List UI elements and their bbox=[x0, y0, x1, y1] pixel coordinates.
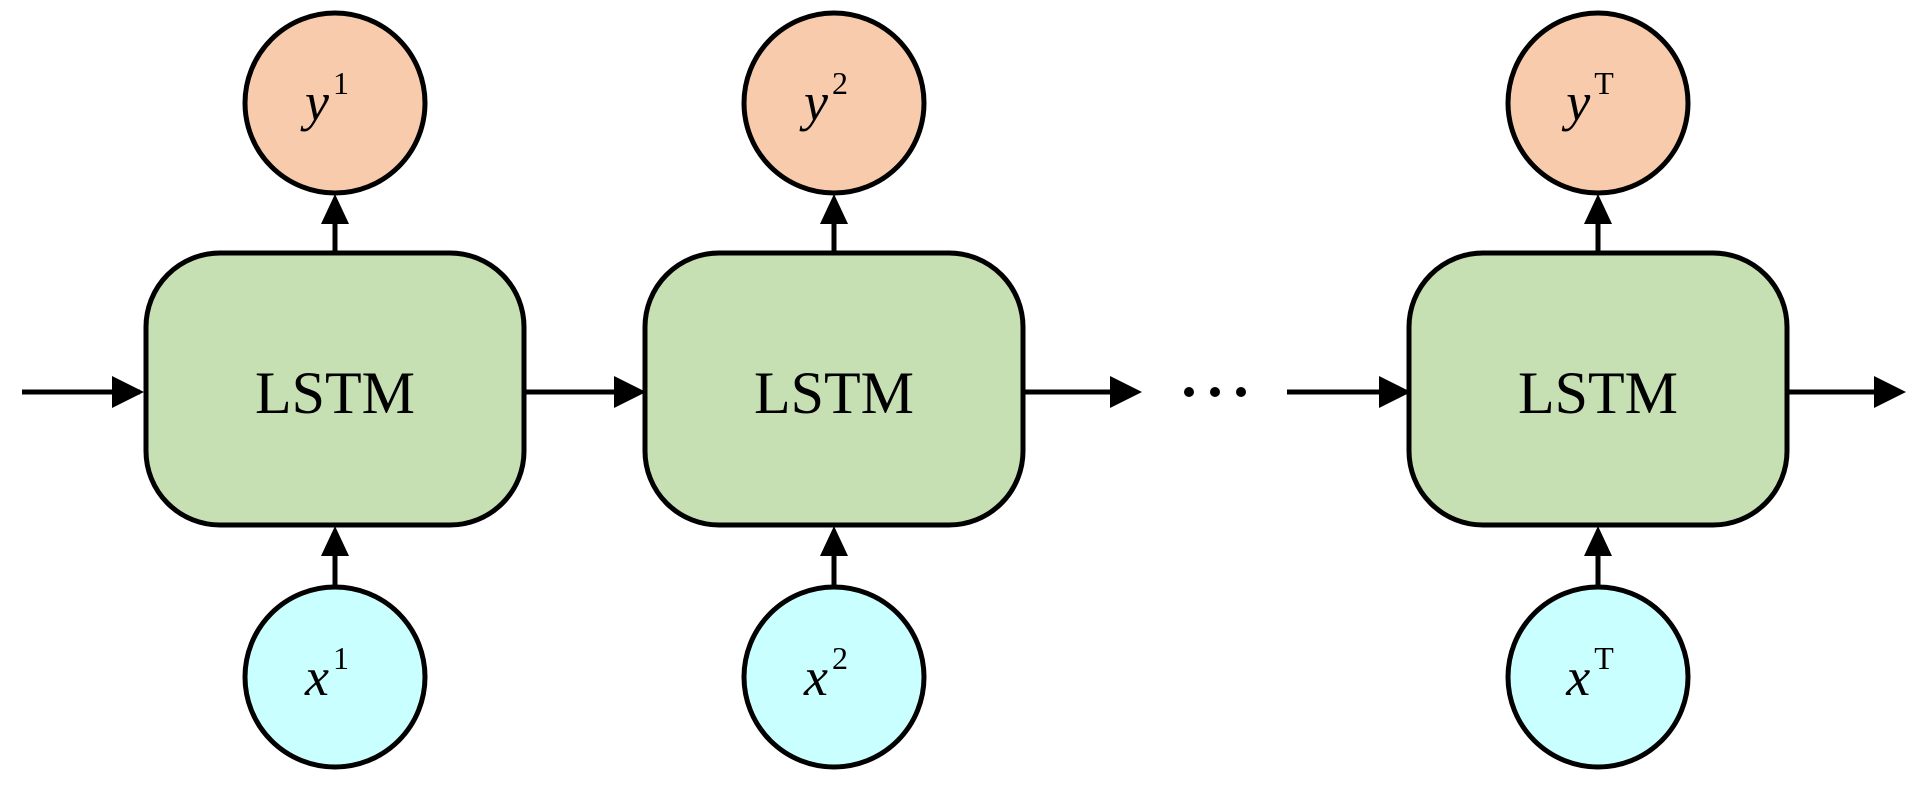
input-arrowhead-T bbox=[1584, 526, 1612, 556]
output-arrowhead-T bbox=[1584, 194, 1612, 224]
input-node-T bbox=[1505, 584, 1691, 770]
state-arrow-1-2-head bbox=[614, 376, 646, 408]
state-arrow-ellipsis-3-head bbox=[1379, 376, 1411, 408]
lstm-cell-1 bbox=[143, 250, 527, 528]
output-node-1 bbox=[242, 10, 428, 196]
input-node-2 bbox=[741, 584, 927, 770]
output-node-T bbox=[1505, 10, 1691, 196]
state-arrow-2-ellipsis-head bbox=[1110, 376, 1142, 408]
lstm-cell-label-T: LSTM bbox=[1518, 360, 1678, 426]
lstm-cell-label-1: LSTM bbox=[255, 360, 415, 426]
ellipsis bbox=[1184, 387, 1246, 397]
output-arrowhead-1 bbox=[321, 194, 349, 224]
incoming-state-arrowhead bbox=[112, 376, 144, 408]
input-arrowhead-2 bbox=[820, 526, 848, 556]
lstm-cell-T bbox=[1406, 250, 1790, 528]
output-node-2 bbox=[741, 10, 927, 196]
outgoing-state-arrowhead bbox=[1874, 376, 1906, 408]
output-arrowhead-2 bbox=[820, 194, 848, 224]
input-node-1 bbox=[242, 584, 428, 770]
lstm-cell-2 bbox=[642, 250, 1026, 528]
lstm-cell-label-2: LSTM bbox=[754, 360, 914, 426]
input-arrowhead-1 bbox=[321, 526, 349, 556]
